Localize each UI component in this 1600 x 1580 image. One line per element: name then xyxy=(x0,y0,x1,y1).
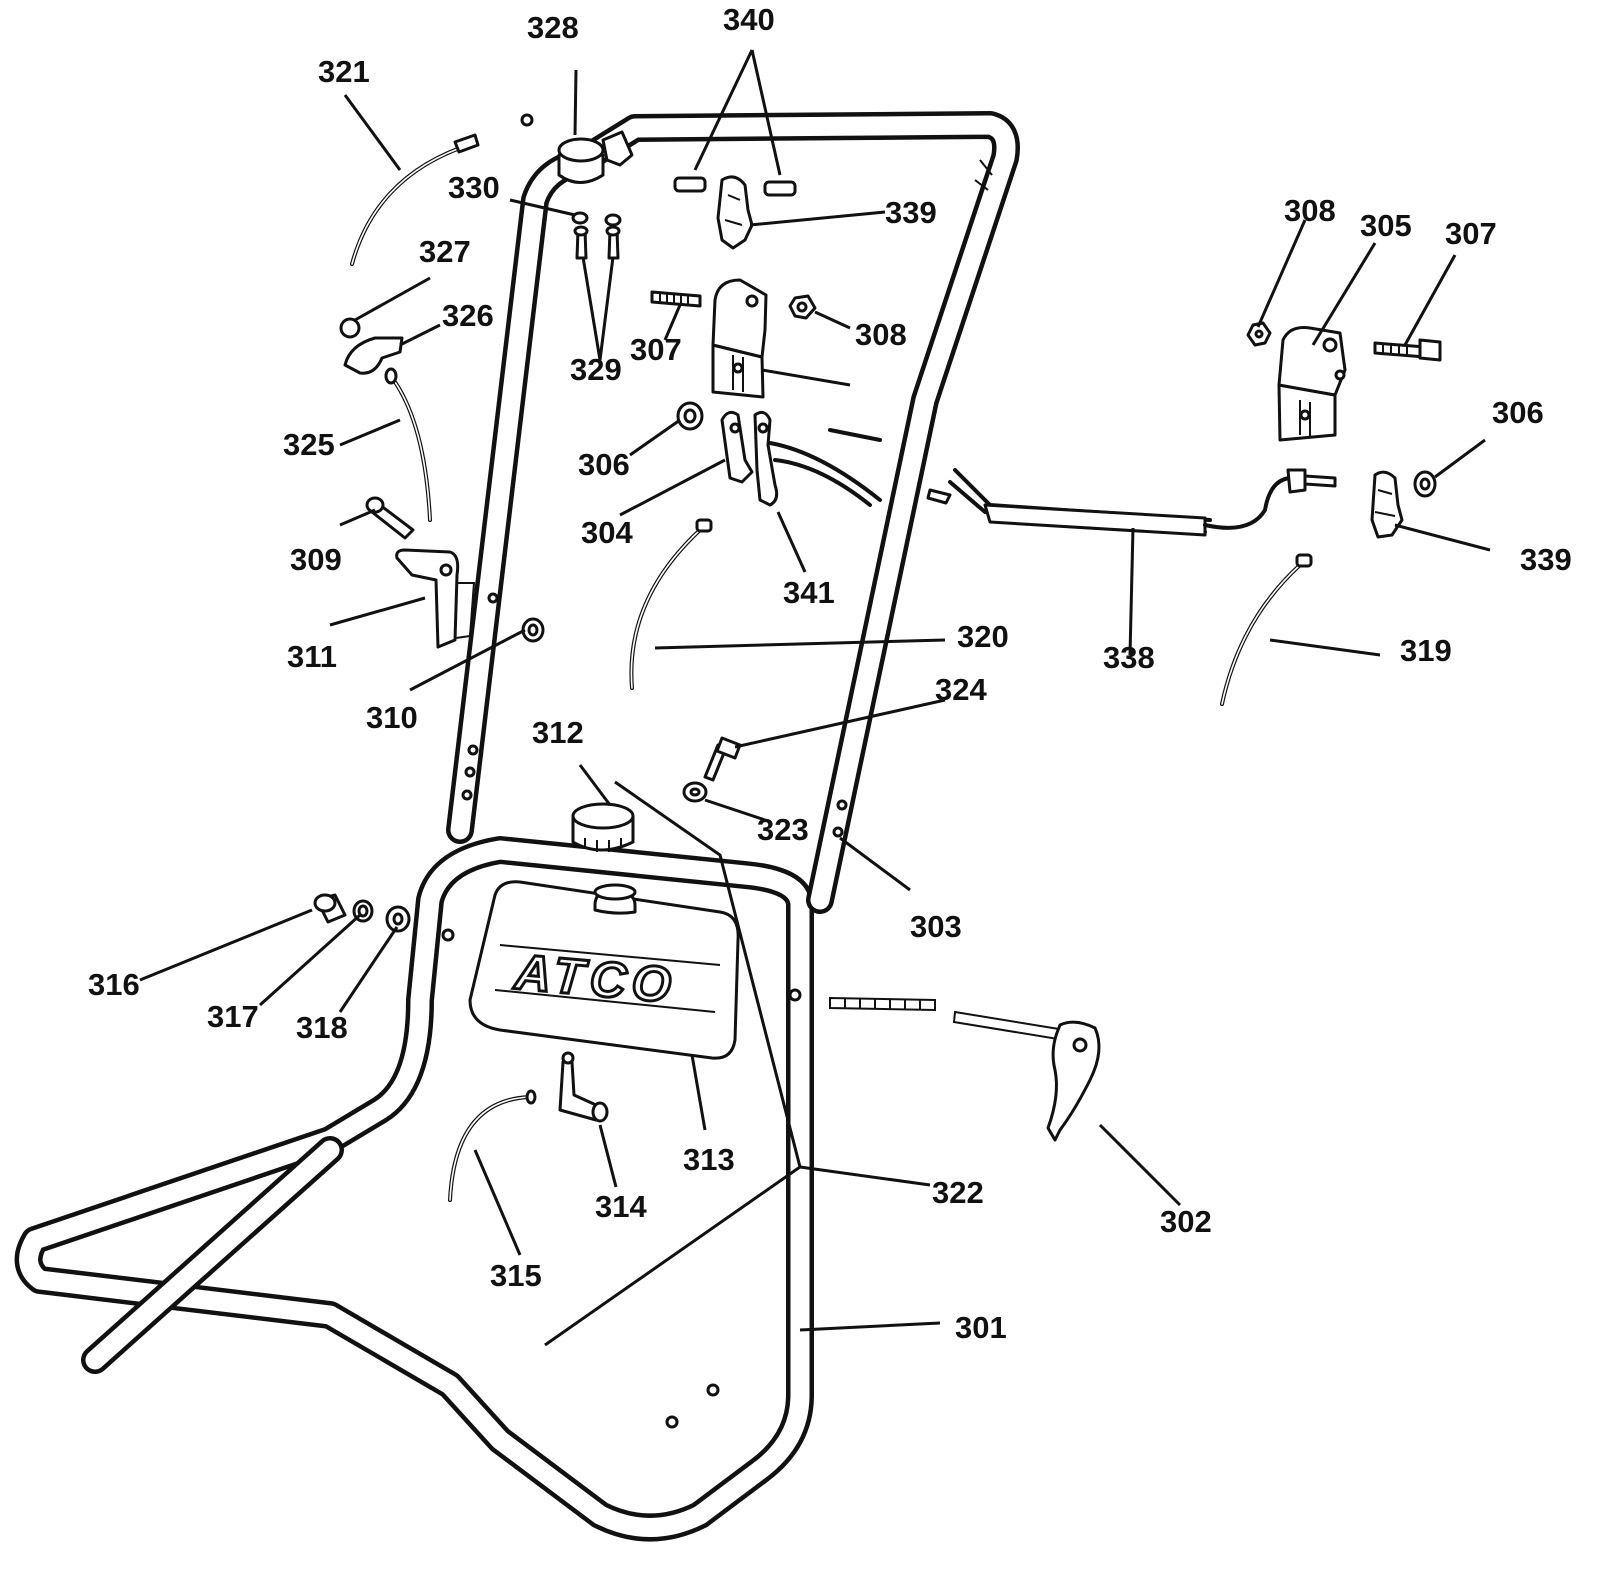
knob-cap xyxy=(339,317,361,339)
upper-handle-frame xyxy=(446,111,1020,914)
label-326: 326 xyxy=(442,298,494,333)
label-341: 341 xyxy=(783,575,835,610)
label-306-right: 306 xyxy=(1492,395,1544,430)
label-323: 323 xyxy=(757,812,809,847)
part-number-labels: 301 302 303 304 305 306 306 307 307 308 … xyxy=(88,2,1572,1345)
label-304: 304 xyxy=(581,515,633,550)
label-306-left: 306 xyxy=(578,447,630,482)
label-310: 310 xyxy=(366,700,418,735)
nut xyxy=(682,781,708,803)
hand-knob-nut xyxy=(313,893,347,924)
cable-321 xyxy=(350,113,534,266)
label-303: 303 xyxy=(910,909,962,944)
control-lever-304 xyxy=(720,410,779,507)
label-328: 328 xyxy=(527,10,579,45)
plain-washer xyxy=(385,905,411,933)
washers-330 xyxy=(571,211,622,227)
label-339-top: 339 xyxy=(885,195,937,230)
label-320: 320 xyxy=(957,619,1009,654)
spacer-306-right xyxy=(1413,470,1437,498)
screw xyxy=(703,736,742,782)
fuel-pipe xyxy=(448,1089,537,1202)
bolt-309 xyxy=(365,496,415,540)
label-321: 321 xyxy=(318,54,370,89)
label-317: 317 xyxy=(207,999,259,1034)
control-housing-305 xyxy=(1277,326,1347,442)
label-314: 314 xyxy=(595,1189,647,1224)
cable-325 xyxy=(388,373,432,522)
fuel-tap xyxy=(558,1051,609,1123)
label-339-right: 339 xyxy=(1520,542,1572,577)
control-rod-338 xyxy=(768,428,1337,537)
nut-308-left xyxy=(788,294,817,320)
label-301: 301 xyxy=(955,1310,1007,1345)
screw-307-right xyxy=(1373,338,1442,362)
grip-328 xyxy=(557,130,634,184)
clip-339-right xyxy=(1370,470,1404,539)
screw-307-left xyxy=(650,290,702,308)
cable-bracket-311 xyxy=(395,548,476,649)
cable-320 xyxy=(629,518,713,690)
label-311: 311 xyxy=(287,639,337,674)
label-302: 302 xyxy=(1160,1204,1212,1239)
label-309: 309 xyxy=(290,542,342,577)
cable-319 xyxy=(1220,553,1313,706)
label-307-right: 307 xyxy=(1445,216,1497,251)
clamp-lever-assembly xyxy=(829,996,1101,1142)
label-330: 330 xyxy=(448,170,500,205)
label-319: 319 xyxy=(1400,633,1452,668)
label-338: 338 xyxy=(1103,640,1155,675)
label-329: 329 xyxy=(570,352,622,387)
label-318: 318 xyxy=(296,1010,348,1045)
leader-lines xyxy=(139,49,1491,1347)
fuel-cap xyxy=(571,802,635,852)
pins-340 xyxy=(673,176,797,197)
label-315: 315 xyxy=(490,1258,542,1293)
label-325: 325 xyxy=(283,427,335,462)
label-312: 312 xyxy=(532,715,584,750)
spacer-306-left xyxy=(676,401,704,431)
rivets-329 xyxy=(573,225,621,260)
label-308-left: 308 xyxy=(855,317,907,352)
throttle-knob xyxy=(343,336,404,385)
label-316: 316 xyxy=(88,967,140,1002)
label-327: 327 xyxy=(419,234,471,269)
label-313: 313 xyxy=(683,1142,735,1177)
control-housing xyxy=(711,278,768,399)
lower-handle-frame xyxy=(14,836,814,1542)
label-307-left: 307 xyxy=(630,332,682,367)
fuel-tank: ATCO xyxy=(468,880,740,1060)
label-324: 324 xyxy=(935,672,987,707)
washer-310 xyxy=(521,617,545,643)
label-305: 305 xyxy=(1360,208,1412,243)
label-322: 322 xyxy=(932,1175,984,1210)
label-308-right: 308 xyxy=(1284,193,1336,228)
label-340: 340 xyxy=(723,2,775,37)
nut-308-right xyxy=(1246,321,1272,347)
clip-339-top xyxy=(716,175,754,250)
